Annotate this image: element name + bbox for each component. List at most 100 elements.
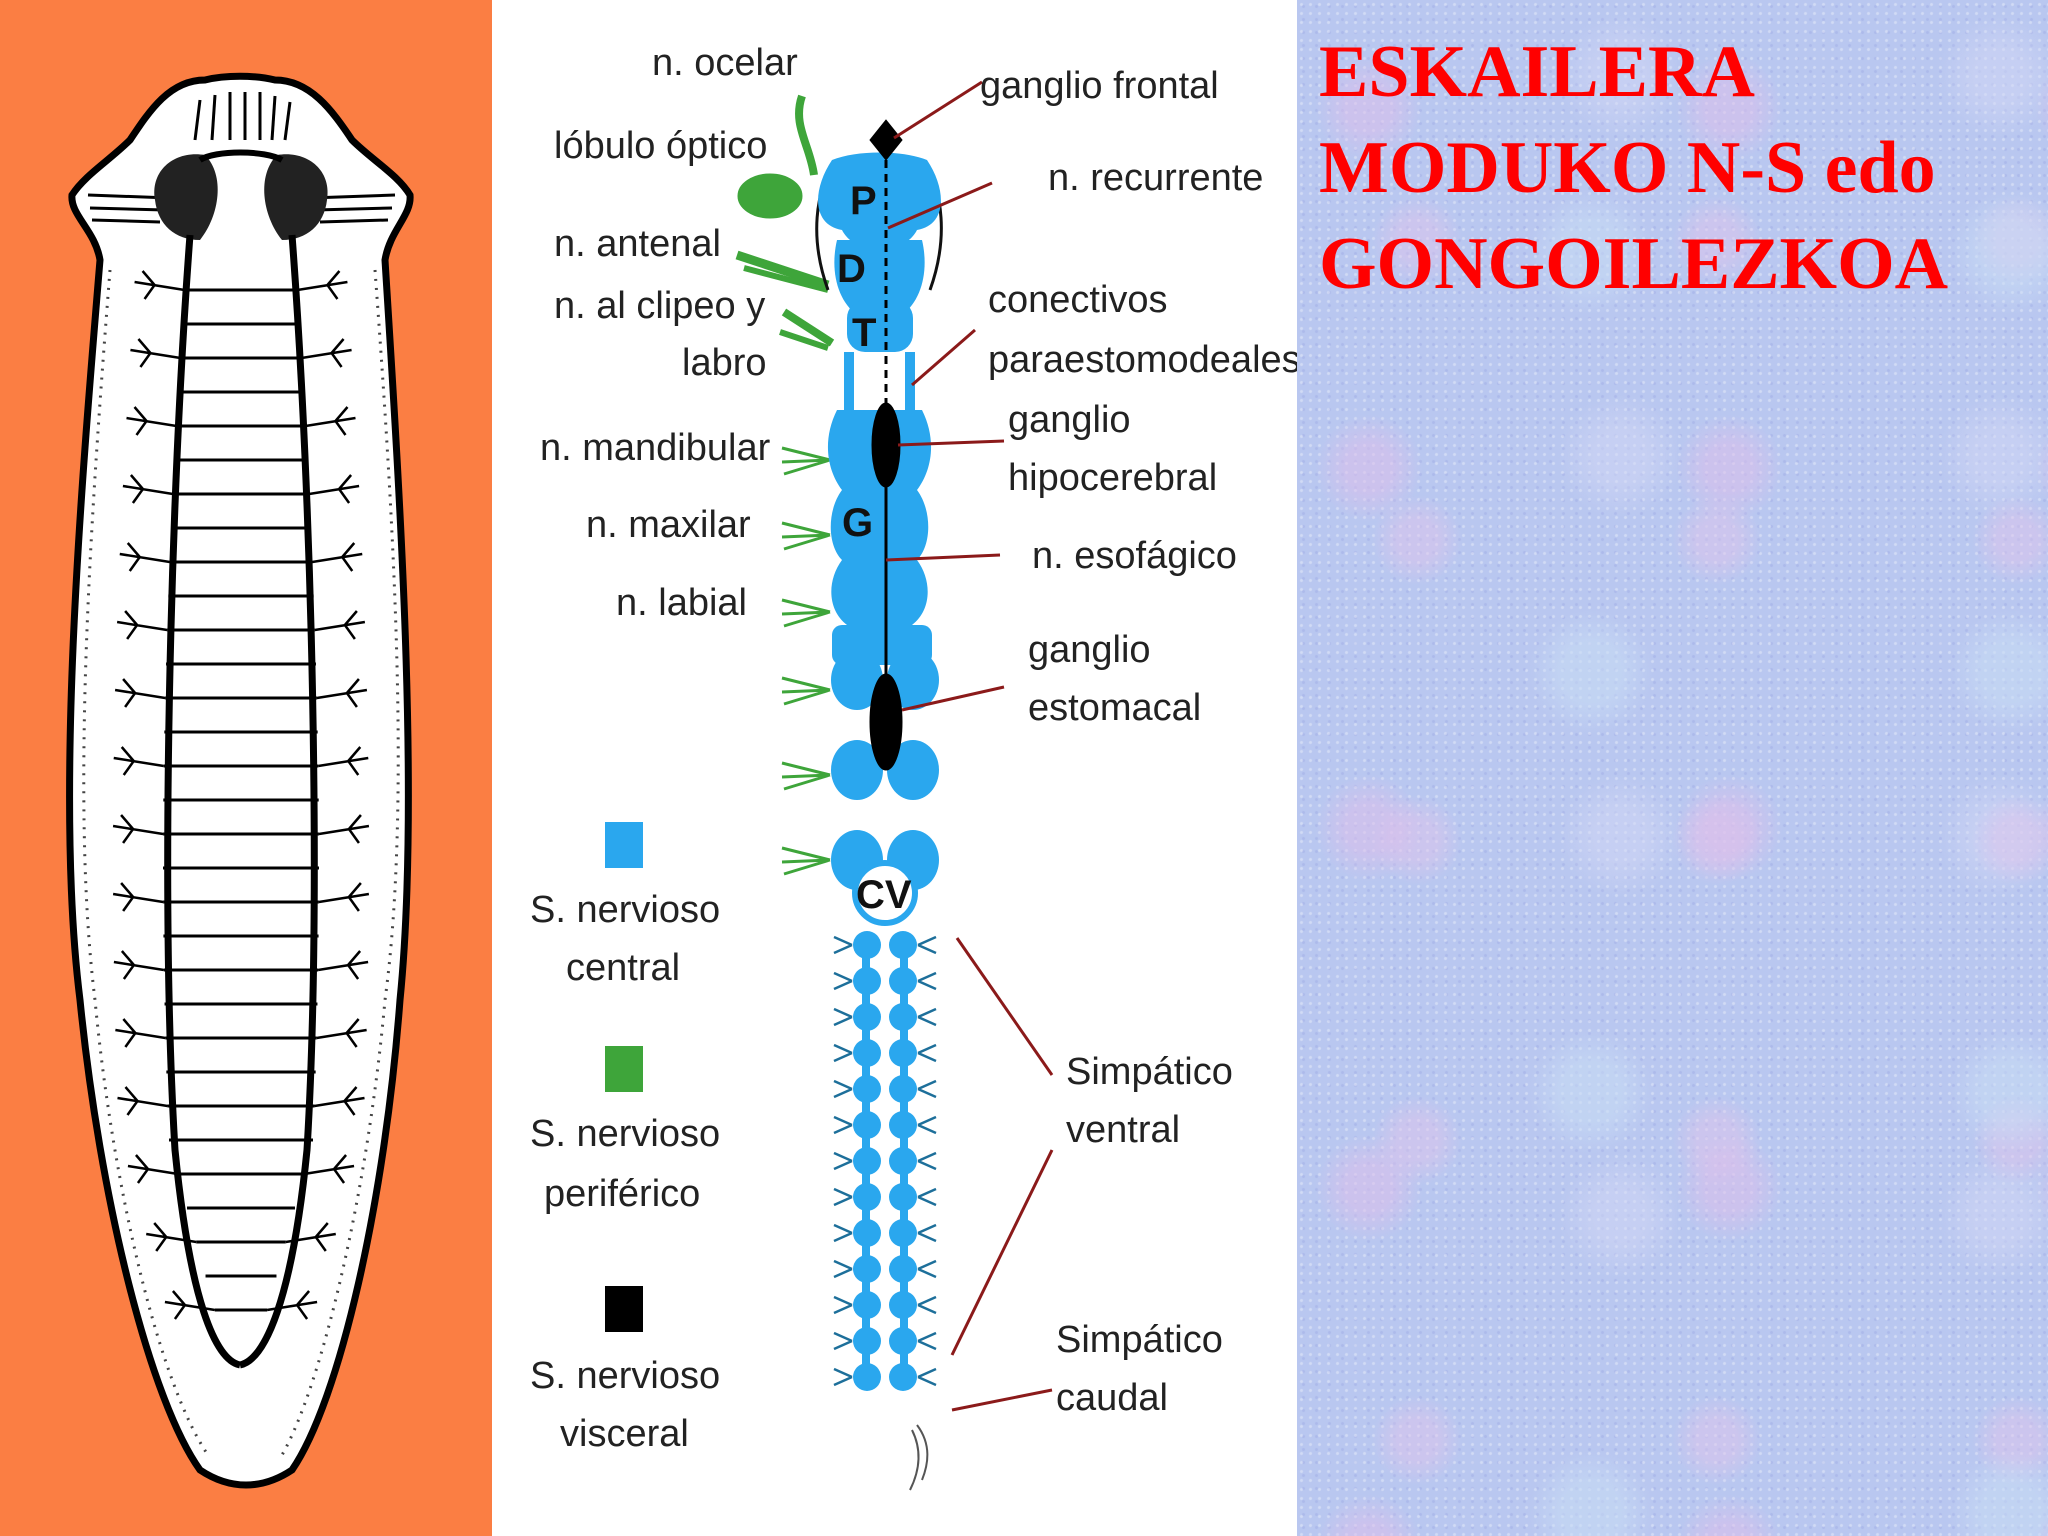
lateral-nerve-left (164, 1290, 216, 1320)
brain-deutocerebrum (834, 240, 925, 315)
connective-right (905, 352, 915, 412)
label-oesophageal-nerve: n. esofágico (1032, 535, 1237, 577)
abdominal-nerve-right (917, 1043, 937, 1063)
peripheral-nerves (735, 94, 835, 351)
abdominal-connective (900, 1313, 908, 1335)
lateral-nerve-right (312, 542, 363, 572)
lateral-nerve-right (316, 678, 368, 708)
segment-letter-cv: CV (856, 873, 912, 917)
abdominal-ganglion-left (853, 1075, 881, 1103)
slide-title: ESKAILERA MODUKO N-S edo GONGOILEZKOA (1319, 24, 2039, 312)
abdominal-ganglion-left (853, 1111, 881, 1139)
abdominal-connective (862, 953, 870, 975)
nerve-cord-right (238, 234, 318, 1369)
abdominal-ganglion-left (853, 931, 881, 959)
label-stomachic-ganglion-2: estomacal (1028, 687, 1201, 729)
slide-title-line-2: MODUKO N-S edo (1319, 127, 1936, 209)
lateral-nerve-right (266, 1290, 318, 1320)
green-nerve-branch (781, 446, 831, 476)
lateral-nerve-right (305, 406, 356, 436)
label-ventral-sympathetic: Simpático (1066, 1051, 1233, 1093)
lateral-nerve-right (297, 270, 348, 300)
segment-letter-g: G (842, 501, 873, 545)
lateral-nerve-left (112, 882, 164, 912)
green-nerve-branch (781, 598, 831, 628)
lateral-nerve-left (112, 814, 164, 844)
abdominal-ganglion-left (853, 1291, 881, 1319)
abdominal-ganglion-right (889, 1363, 917, 1391)
legend-visceral-2: visceral (560, 1413, 689, 1455)
lateral-nerve-right (308, 474, 360, 504)
abdominal-connective (862, 1169, 870, 1191)
head-stripes (87, 92, 396, 224)
abdominal-nerve-left (833, 1367, 853, 1387)
antennal-nerve-2 (743, 265, 829, 293)
lateral-nerve-left (127, 1154, 179, 1184)
lateral-nerve-right (317, 950, 369, 980)
label-optic-lobe: lóbulo óptico (554, 125, 767, 167)
abdominal-nerve-left (833, 1331, 853, 1351)
segment-letter-t: T (852, 311, 876, 355)
brain-tritocerebrum (847, 300, 913, 352)
lateral-nerve-left (113, 950, 165, 980)
legend-peripheral-1: S. nervioso (530, 1113, 720, 1155)
legend-swatch-visceral (605, 1286, 643, 1332)
slide-title-line-1: ESKAILERA (1319, 31, 1755, 113)
abdominal-connective (900, 1277, 908, 1299)
lateral-nerve-right (303, 1154, 355, 1184)
abdominal-ganglion-left (853, 1327, 881, 1355)
abdominal-nerve-right (917, 1331, 937, 1351)
abdominal-nerve-left (833, 1187, 853, 1207)
slide-title-line-3: GONGOILEZKOA (1319, 223, 1949, 305)
lateral-nerve-left (134, 270, 185, 300)
abdominal-ganglion-right (889, 931, 917, 959)
antennal-nerve (735, 250, 830, 290)
legend-peripheral-2: periférico (544, 1173, 700, 1215)
legend-central-2: central (566, 947, 680, 989)
legend-central-1: S. nervioso (530, 889, 720, 931)
label-hypocerebral-ganglion-2: hipocerebral (1008, 457, 1217, 499)
label-maxillary-nerve: n. maxilar (586, 504, 751, 546)
abdominal-nerve-left (833, 1007, 853, 1027)
lateral-nerve-right (301, 338, 352, 368)
abdominal-connective (862, 1241, 870, 1263)
abdominal-nerve-left (833, 1259, 853, 1279)
lateral-nerve-left (122, 474, 174, 504)
label-caudal-sympathetic: Simpático (1056, 1319, 1223, 1361)
legend-swatch-peripheral (605, 1046, 643, 1092)
cord-junction (832, 625, 932, 665)
central-nervous-system (818, 152, 941, 625)
green-nerve-branch (781, 761, 831, 791)
abdominal-nerve-right (917, 1223, 937, 1243)
abdominal-connective (900, 989, 908, 1011)
abdominal-ganglia-chain (853, 931, 917, 1391)
label-labial-nerve: n. labial (616, 582, 747, 624)
caudal-filaments (909, 1424, 929, 1491)
abdominal-ganglion-left (853, 1183, 881, 1211)
abdominal-connective (900, 1025, 908, 1047)
segmental-peripheral-nerves (781, 446, 831, 876)
label-mandibular-nerve: n. mandibular (540, 427, 771, 469)
right-labels: ganglio frontal n. recurrente conectivos… (980, 65, 1297, 1419)
abdominal-nerve-right (917, 1007, 937, 1027)
thoracic-ganglion-left (831, 740, 883, 800)
green-nerve-branch (781, 521, 831, 551)
abdominal-ganglion-left (853, 1219, 881, 1247)
cerebral-ganglion-left (154, 154, 218, 240)
abdominal-nerve-left (833, 971, 853, 991)
thoracic-ganglion-right (887, 740, 939, 800)
ventral-cord-cv-node (852, 860, 918, 926)
flatworm-body (66, 72, 414, 1489)
lateral-nerve-right (285, 1222, 336, 1252)
lateral-nerve-right (318, 814, 370, 844)
left-labels: n. ocelar lóbulo óptico n. antenal n. al… (540, 42, 798, 624)
green-nerve-branch (781, 846, 831, 876)
lateral-nerve-right (318, 882, 370, 912)
lateral-nerve-left (117, 1086, 168, 1116)
abdominal-ganglion-right (889, 1003, 917, 1031)
abdominal-nerve-left (833, 1043, 853, 1063)
legend: S. nervioso central S. nervioso periféri… (530, 822, 720, 1455)
abdominal-ganglion-right (889, 1039, 917, 1067)
abdominal-nerve-right (917, 935, 937, 955)
abdominal-connective (862, 1277, 870, 1299)
